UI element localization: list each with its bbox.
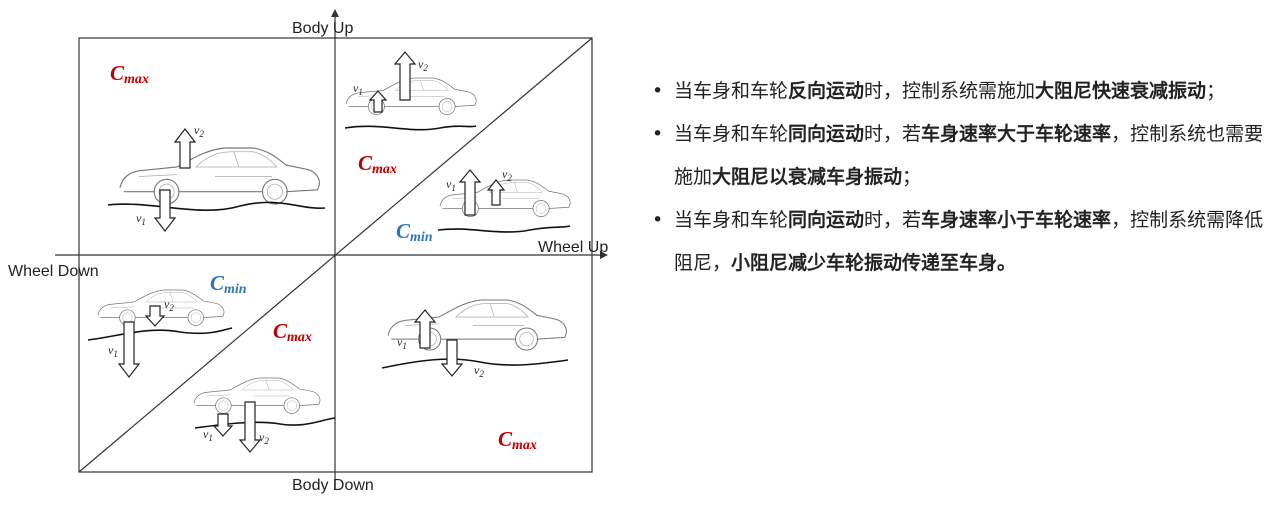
damping-quadrant-diagram: Body Up Body Down Wheel Down Wheel Up Cm… — [8, 9, 608, 494]
velocity-label-v2: v2 — [259, 430, 269, 446]
c-min-label-top-right: Cmin — [396, 219, 433, 245]
arrow-wheel-down — [153, 189, 177, 232]
velocity-label-v1: v1 — [353, 81, 363, 97]
axis-label-bottom: Body Down — [292, 477, 374, 494]
arrow-body-up — [486, 179, 506, 206]
arrow-wheel-down — [117, 321, 141, 378]
road-line — [344, 125, 477, 131]
car-icon — [439, 179, 571, 217]
car-scene-top-right-lower: v2 v1 — [437, 167, 571, 233]
car-scene-bottom-left-lower: v1 v2 — [193, 377, 336, 453]
bullet-text: 时，若 — [864, 123, 922, 145]
car-icon — [193, 377, 321, 414]
c-max-label-bottom-right: Cmax — [498, 427, 537, 453]
c-max-label-top-left: Cmax — [110, 61, 149, 87]
car-scene-top-left: v2 v1 — [107, 123, 326, 232]
road-line — [87, 327, 233, 341]
car-scene-bottom-left-upper: v2 v1 — [87, 289, 233, 378]
explanation-bullets: 当车身和车轮反向运动时，控制系统需施加大阻尼快速衰减振动；当车身和车轮同向运动时… — [652, 70, 1264, 285]
velocity-label-v2: v2 — [194, 123, 204, 139]
car-icon — [119, 147, 321, 205]
bullet-text: 当车身和车轮 — [674, 209, 789, 231]
arrow-body-down — [440, 339, 464, 377]
bullet-text: 时，控制系统需施加 — [864, 80, 1036, 102]
axis-label-top: Body Up — [292, 20, 353, 37]
c-min-label-bottom-left: Cmin — [210, 271, 247, 297]
bullet-text: 时，若 — [864, 209, 922, 231]
bullet-text: ； — [1206, 80, 1226, 102]
arrow-wheel-up — [413, 309, 437, 349]
car-icon — [387, 299, 568, 351]
arrow-wheel-up — [458, 169, 482, 216]
bullet-emphasis: 车身速率小于车轮速率 — [921, 209, 1112, 231]
velocity-label-v2: v2 — [474, 363, 484, 379]
arrow-body-down — [144, 305, 166, 327]
bullet-emphasis: 大阻尼以衰减车身振动 — [712, 166, 903, 188]
bullet-emphasis: 大阻尼快速衰减振动 — [1035, 80, 1207, 102]
c-max-label-top-right: Cmax — [358, 151, 397, 177]
bullet-text: ，控制系统也需要施加 — [674, 123, 1264, 188]
bullet-item: 当车身和车轮同向运动时，若车身速率大于车轮速率，控制系统也需要施加大阻尼以衰减车… — [652, 113, 1264, 199]
arrow-body-up — [173, 128, 197, 169]
velocity-label-v1: v1 — [397, 335, 407, 351]
arrow-body-up — [393, 51, 417, 101]
road-line — [381, 358, 569, 369]
arrow-wheel-down — [212, 413, 234, 437]
axis-label-right: Wheel Up — [538, 239, 608, 256]
velocity-label-v1: v1 — [446, 177, 456, 193]
arrow-wheel-up — [368, 90, 388, 113]
road-line — [437, 225, 571, 233]
bullet-text: ，控制系统需降低阻尼， — [674, 209, 1264, 274]
car-scene-top-right-upper: v2 v1 — [344, 51, 477, 131]
bullet-text: ； — [902, 166, 922, 188]
arrow-body-down — [238, 401, 262, 453]
velocity-label-v2: v2 — [502, 167, 512, 183]
bullet-text: 当车身和车轮 — [674, 80, 789, 102]
velocity-label-v2: v2 — [164, 297, 174, 313]
bullet-emphasis: 同向运动 — [788, 209, 865, 231]
bullet-emphasis: 反向运动 — [788, 80, 865, 102]
bullet-emphasis: 同向运动 — [788, 123, 865, 145]
axis-label-left: Wheel Down — [8, 263, 99, 280]
horizontal-axis-arrowhead — [600, 251, 608, 259]
bullet-item: 当车身和车轮同向运动时，若车身速率小于车轮速率，控制系统需降低阻尼，小阻尼减少车… — [652, 199, 1264, 285]
bullet-text: 当车身和车轮 — [674, 123, 789, 145]
velocity-label-v1: v1 — [108, 343, 118, 359]
c-max-label-bottom-left: Cmax — [273, 319, 312, 345]
car-scene-bottom-right: v1 v2 — [381, 299, 569, 379]
car-icon — [345, 77, 477, 115]
bullet-emphasis: 小阻尼减少车轮振动传递至车身。 — [731, 252, 1017, 274]
bullet-emphasis: 车身速率大于车轮速率 — [921, 123, 1112, 145]
vertical-axis-arrowhead — [331, 9, 339, 17]
velocity-label-v2: v2 — [418, 57, 428, 73]
velocity-label-v1: v1 — [203, 427, 213, 443]
bullet-item: 当车身和车轮反向运动时，控制系统需施加大阻尼快速衰减振动； — [652, 70, 1264, 113]
road-line — [107, 201, 326, 212]
velocity-label-v1: v1 — [136, 211, 146, 227]
